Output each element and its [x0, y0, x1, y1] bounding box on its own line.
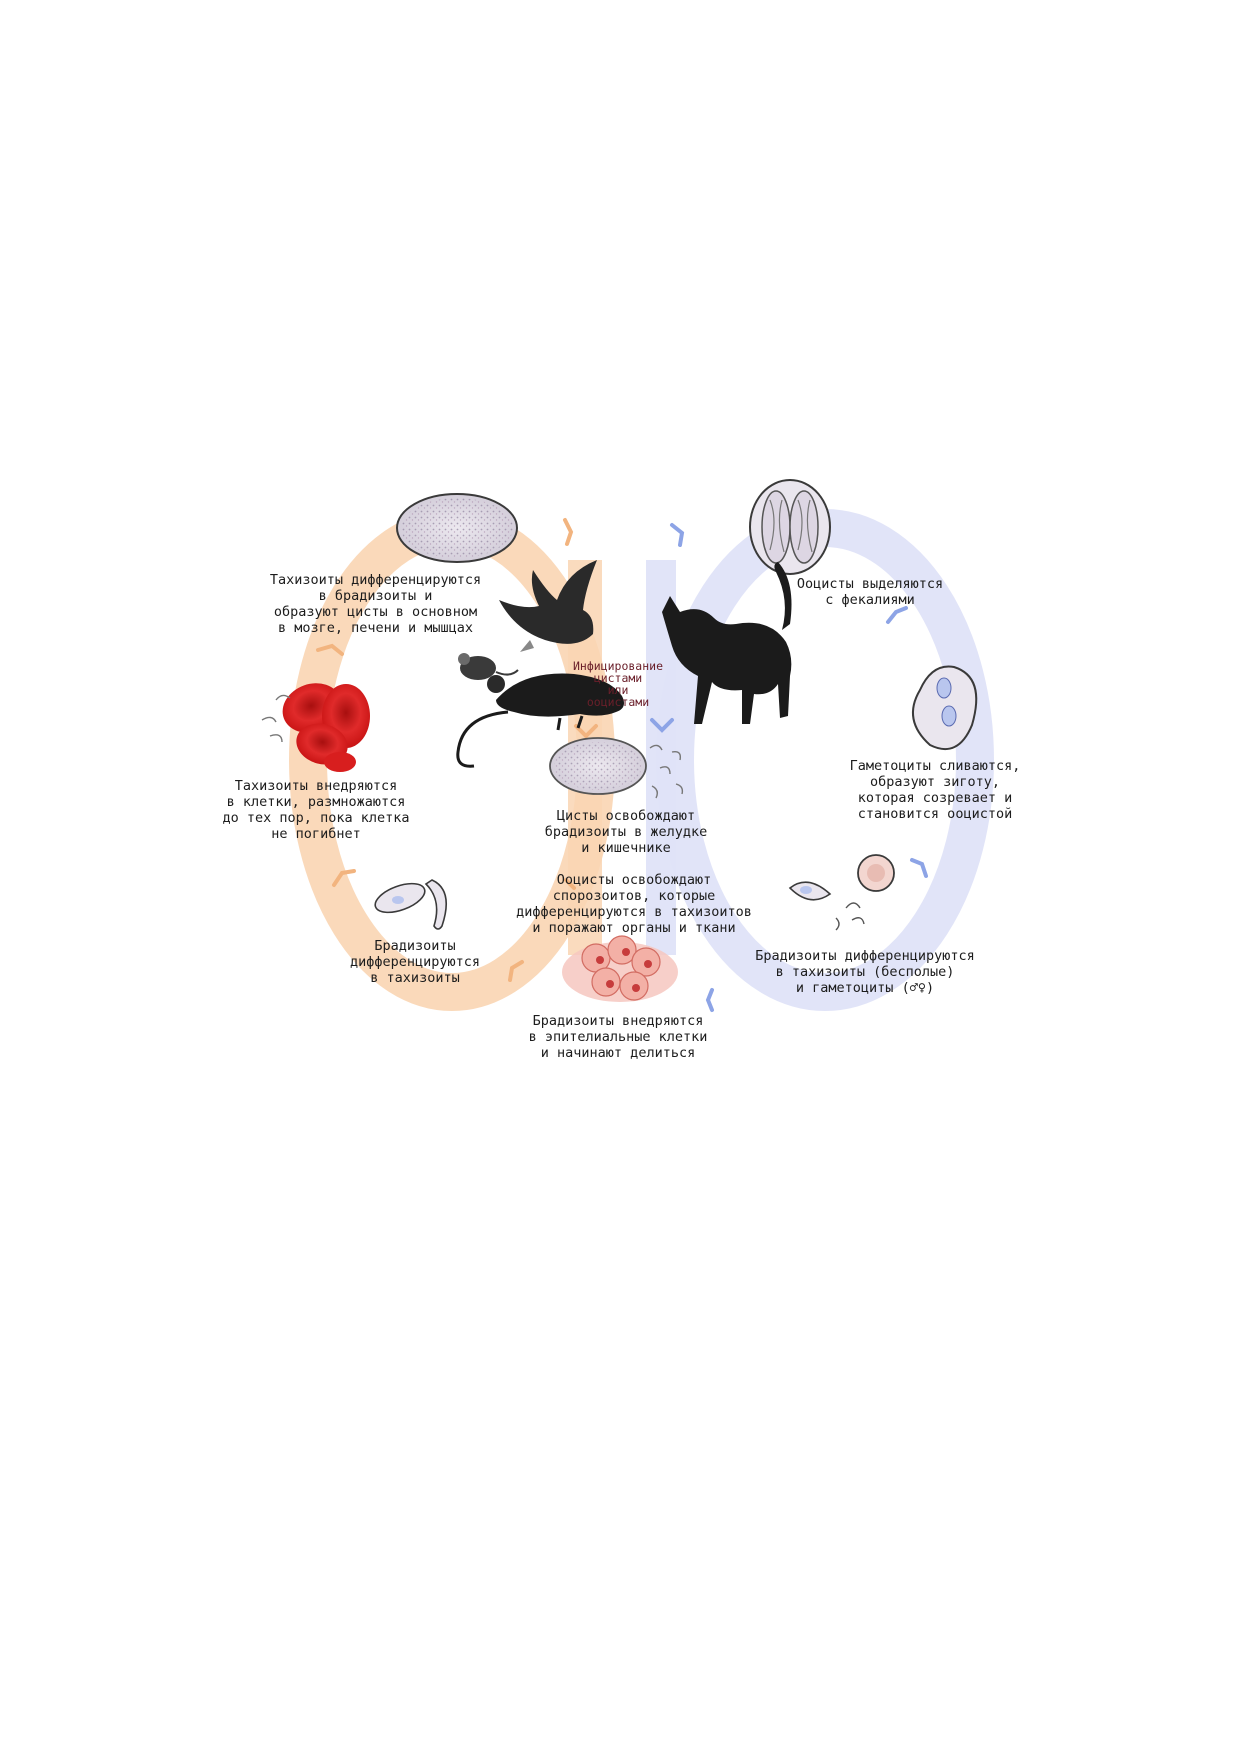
bird-icon: [499, 560, 597, 652]
mouse-icon: [458, 653, 519, 680]
label-gametocytes-fuse: Гаметоциты сливаются, образуют зиготу, к…: [849, 758, 1021, 822]
label-bradyzoites-differentiate-sexual: Брадизоиты дифференцируются в тахизоиты …: [755, 948, 975, 996]
label-tachyzoites-to-bradyzoites: Тахизоиты дифференцируются в брадизоиты …: [269, 572, 482, 636]
label-bradyzoites-to-tachyzoites: Брадизоиты дифференцируются в тахизоиты: [349, 938, 481, 986]
orange-arrows: [316, 518, 598, 982]
gametes-icon: [788, 881, 865, 931]
label-cysts-release-bradyzoites: Цисты освобождают брадизоиты в желудке и…: [544, 808, 708, 856]
bradyzoites-icon: [374, 879, 448, 930]
label-oocysts-release-sporozoites: Ооцисты освобождают спорозоитов, которые…: [516, 872, 752, 936]
rat-icon: [456, 673, 624, 768]
label-infection: Инфицирование цистами или ооцистами: [572, 659, 663, 709]
epithelial-cells-icon: [562, 935, 678, 1002]
label-tachyzoites-invade: Тахизоиты внедряются в клетки, размножаю…: [222, 778, 410, 842]
label-bradyzoites-invade-epithelium: Брадизоиты внедряются в эпителиальные кл…: [528, 1013, 708, 1061]
zygote-icon: [857, 854, 895, 892]
blue-arrows: [650, 523, 928, 1012]
cat-icon: [662, 562, 792, 724]
tissue-cyst-icon: [396, 493, 518, 563]
label-oocysts-shed: Ооцисты выделяются с фекалиями: [796, 576, 944, 608]
sporulated-oocyst-icon: [749, 479, 831, 575]
cyst-releasing-bradyzoites-icon: [549, 737, 684, 799]
unsporulated-oocyst-icon: [912, 665, 978, 750]
infected-cells-icon: [261, 683, 370, 772]
